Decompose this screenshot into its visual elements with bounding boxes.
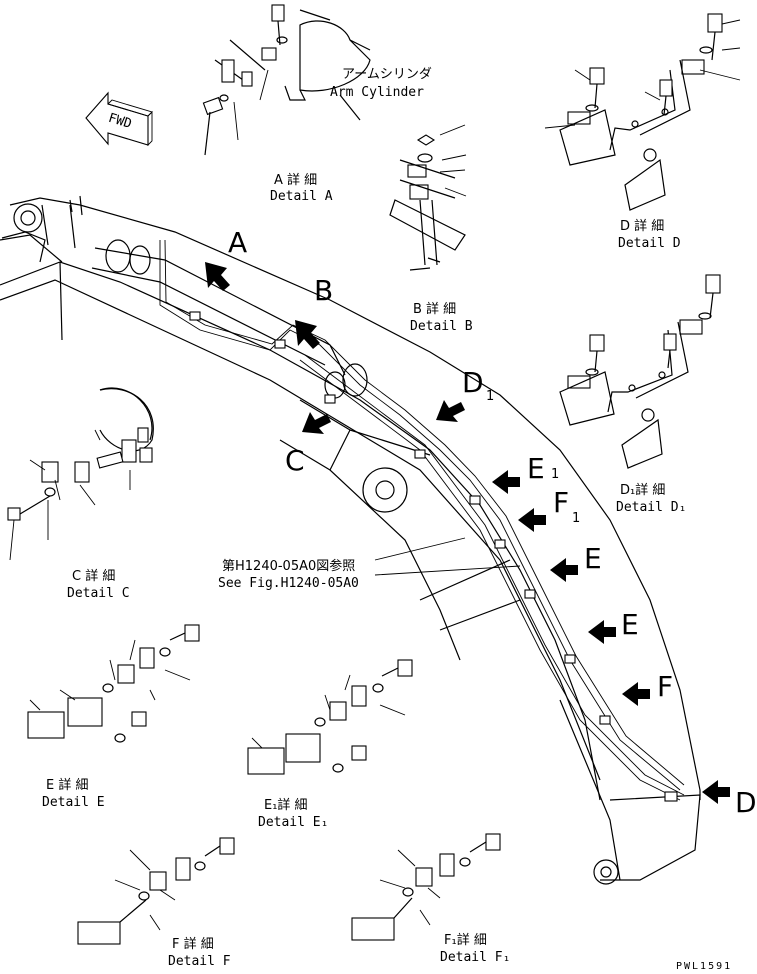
arrow-e-second-icon [588,620,616,644]
callout-b: B [314,274,333,307]
reference-note-jp: 第H1240-05A0図参照 [222,558,355,574]
detail-a-drawing [202,4,371,156]
detail-e1-title-jp: E₁詳 細 [264,797,308,813]
arrow-e-icon [550,558,578,582]
arrow-d1-icon [436,400,465,422]
detail-d-title-en: Detail D [618,236,681,251]
fwd-label: FWD [106,111,133,132]
arrow-e1-icon [492,470,520,494]
fwd-arrow-icon [85,91,153,147]
callout-e1-sub: 1 [551,467,559,482]
arm-cylinder-label-jp: アームシリンダ [342,67,432,82]
detail-d1-title-jp: D₁詳 細 [620,482,665,498]
detail-b-title-jp: B 詳 細 [413,301,456,317]
detail-e1-title-en: Detail E₁ [258,815,328,830]
detail-c-title-jp: C 詳 細 [72,568,115,584]
callout-arrows [205,262,730,804]
arrow-f-icon [622,682,650,706]
detail-f-title-en: Detail F [168,954,231,969]
arrow-a-icon [205,262,230,291]
callout-f1-sub: 1 [572,511,580,526]
detail-a-title-en: Detail A [270,189,333,204]
detail-c-drawing [7,388,154,561]
detail-f1-title-en: Detail F₁ [440,950,510,965]
callout-d1-sub: 1 [486,389,494,404]
callout-d: D [735,786,757,819]
detail-f-drawing [77,837,235,945]
reference-leader-lines [374,537,521,576]
callout-e: E [584,542,602,575]
callout-e1: E [527,452,545,485]
detail-d-drawing [544,13,741,211]
detail-d1-drawing [559,274,721,469]
arrow-b-icon [295,320,320,349]
arrow-d-icon [702,780,730,804]
detail-a-title-jp: A 詳 細 [274,172,317,188]
boom-arm-drawing [0,195,701,885]
callout-a: A [228,226,247,259]
detail-c-title-en: Detail C [67,586,130,601]
reference-note-en: See Fig.H1240-05A0 [218,576,359,591]
arm-cylinder-label-en: Arm Cylinder [330,85,424,100]
detail-f-title-jp: F 詳 細 [172,936,214,952]
detail-e-drawing [27,624,200,743]
callout-d1: D [462,366,484,399]
detail-e-title-jp: E 詳 細 [46,777,88,793]
detail-b-drawing [389,124,467,271]
callout-c: C [285,444,305,477]
callout-f: F [657,670,673,703]
callout-e-second: E [621,608,639,641]
detail-b-title-en: Detail B [410,319,473,334]
detail-d-title-jp: D 詳 細 [620,218,664,234]
detail-d1-title-en: Detail D₁ [616,500,686,515]
detail-e1-drawing [247,659,413,775]
drawing-id: PWL1591 [676,961,732,972]
detail-e-title-en: Detail E [42,795,105,810]
detail-f1-title-jp: F₁詳 細 [444,932,487,948]
arrow-f1-icon [518,508,546,532]
detail-f1-drawing [351,833,501,941]
arrow-c-icon [302,412,331,434]
callout-f1: F [553,486,569,519]
